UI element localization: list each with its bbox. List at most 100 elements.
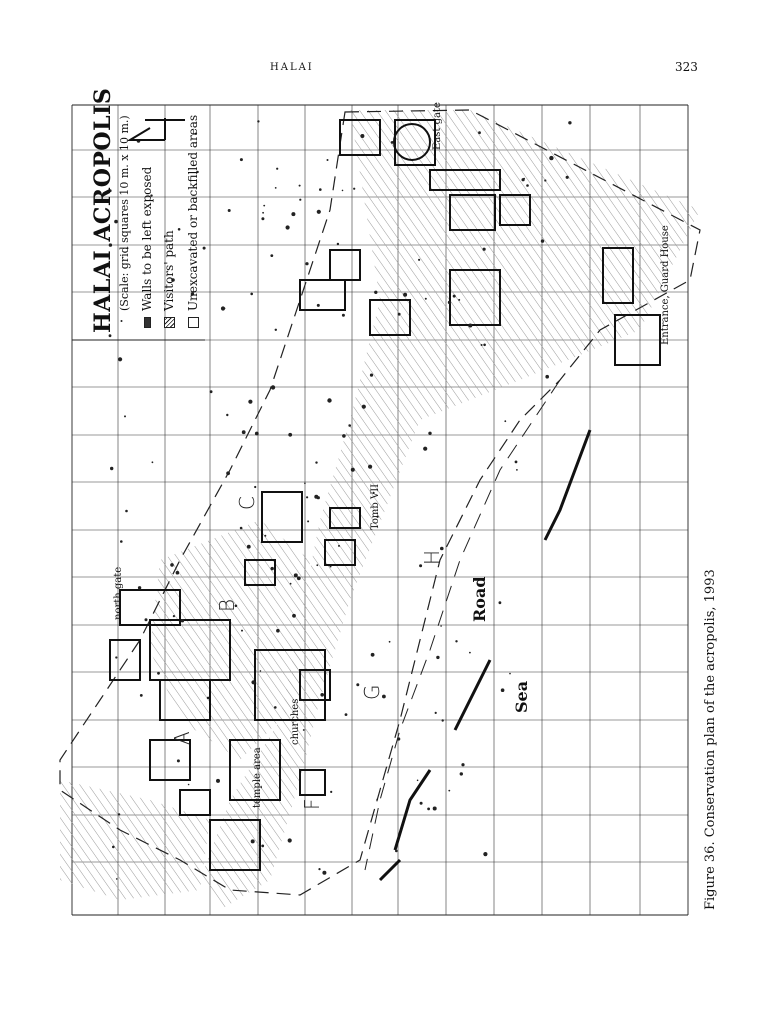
rubble-dot bbox=[270, 385, 276, 390]
rubble-dot bbox=[360, 134, 365, 138]
rubble-dot bbox=[478, 131, 481, 135]
legend-label: Walls to be left exposed bbox=[140, 166, 154, 311]
label-tomb: Tomb VII bbox=[370, 483, 381, 530]
rubble-dot bbox=[234, 604, 238, 608]
rubble-dot bbox=[504, 420, 507, 423]
legend-label: Unexcavated or backfilled areas bbox=[186, 114, 200, 311]
rubble-dot bbox=[209, 390, 213, 394]
rubble-dot bbox=[227, 209, 231, 212]
label-churches: churches bbox=[290, 698, 301, 745]
rubble-dot bbox=[395, 849, 398, 853]
rubble-dot bbox=[376, 515, 379, 518]
rubble-dot bbox=[316, 209, 321, 214]
rubble-dot bbox=[483, 343, 486, 347]
rubble-dot bbox=[330, 790, 333, 794]
rubble-dot bbox=[434, 711, 437, 715]
rubble-dot bbox=[382, 694, 386, 699]
rubble-dot bbox=[139, 694, 143, 697]
grid-lines bbox=[71, 104, 689, 916]
rubble-dot bbox=[327, 398, 332, 403]
label-area-h: H bbox=[420, 549, 444, 565]
rubble-dot bbox=[319, 188, 322, 191]
rubble-dot bbox=[374, 290, 378, 294]
rubble-dot bbox=[112, 845, 115, 849]
rubble-dot bbox=[316, 496, 320, 500]
label-entrance: Entrance, Guard House bbox=[660, 225, 671, 345]
rubble-dot bbox=[248, 399, 253, 404]
rubble-dot bbox=[526, 184, 529, 187]
rubble-dot bbox=[180, 619, 185, 623]
rubble-dot bbox=[436, 655, 440, 660]
rubble-dot bbox=[509, 672, 511, 675]
rubble-dot bbox=[306, 496, 309, 499]
rubble-dot bbox=[403, 292, 408, 297]
rubble-dot bbox=[110, 466, 114, 471]
rubble-dot bbox=[274, 328, 277, 331]
rubble-dot bbox=[397, 312, 401, 316]
rubble-dot bbox=[480, 344, 483, 346]
rubble-dot bbox=[418, 258, 421, 261]
rubble-dot bbox=[289, 582, 292, 585]
rubble-dot bbox=[440, 546, 444, 551]
rubble-dot bbox=[262, 211, 264, 214]
rubble-dot bbox=[452, 294, 456, 298]
excavation-outline bbox=[59, 109, 701, 896]
rubble-dot bbox=[226, 413, 229, 417]
rubble-dot bbox=[348, 424, 352, 427]
rubble-dot bbox=[329, 565, 332, 568]
rubble-dot bbox=[264, 534, 267, 537]
rubble-dots bbox=[108, 120, 572, 880]
rubble-dot bbox=[257, 120, 260, 123]
rubble-dot bbox=[424, 297, 427, 300]
label-road: Road bbox=[470, 576, 489, 622]
rubble-dot bbox=[187, 783, 190, 786]
rubble-dot bbox=[568, 121, 572, 125]
rubble-dot bbox=[316, 564, 319, 567]
rubble-dot bbox=[291, 212, 296, 217]
rubble-dot bbox=[482, 247, 486, 251]
rubble-dot bbox=[270, 254, 274, 257]
label-area-c: C bbox=[235, 496, 259, 510]
rubble-dot bbox=[259, 670, 262, 672]
rubble-dot bbox=[206, 696, 210, 700]
rubble-dot bbox=[108, 189, 112, 193]
rubble-dot bbox=[315, 461, 318, 464]
rubble-dot bbox=[171, 278, 175, 282]
rubble-dot bbox=[261, 844, 265, 848]
rubble-dot bbox=[353, 187, 356, 190]
rubble-dot bbox=[296, 576, 301, 581]
label-area-g: G bbox=[360, 684, 384, 701]
rubble-dot bbox=[108, 334, 112, 338]
rubble-dot bbox=[370, 652, 375, 657]
north-arrow-icon bbox=[126, 118, 185, 141]
rubble-dot bbox=[196, 170, 199, 174]
rubble-dot bbox=[516, 469, 518, 471]
rubble-dot bbox=[441, 719, 444, 722]
rubble-dot bbox=[419, 801, 423, 805]
rubble-dot bbox=[350, 467, 355, 472]
rubble-dot bbox=[250, 292, 253, 296]
rubble-dot bbox=[114, 219, 118, 224]
rubble-dot bbox=[322, 870, 327, 875]
rubble-dot bbox=[320, 693, 325, 697]
rubble-dot bbox=[285, 225, 290, 230]
rubble-dot bbox=[376, 798, 379, 801]
label-area-a: A bbox=[170, 731, 194, 745]
rubble-dot bbox=[241, 430, 246, 435]
legend-item-walls: Walls to be left exposed bbox=[140, 167, 154, 328]
rubble-dot bbox=[126, 247, 129, 250]
rubble-dot bbox=[326, 159, 329, 161]
rubble-dot bbox=[274, 187, 277, 189]
rubble-dot bbox=[390, 141, 394, 144]
rubble-dot bbox=[356, 683, 360, 687]
rubble-dot bbox=[428, 431, 432, 435]
label-temple-area: temple area bbox=[252, 747, 263, 808]
rubble-dot bbox=[459, 772, 463, 776]
rubble-dot bbox=[151, 461, 154, 464]
rubble-dot bbox=[120, 320, 123, 322]
rubble-dot bbox=[115, 878, 118, 880]
rubble-dot bbox=[194, 132, 198, 135]
label-north-gate: north gate bbox=[113, 566, 124, 620]
rubble-dot bbox=[423, 446, 428, 451]
rubble-dot bbox=[190, 292, 195, 296]
